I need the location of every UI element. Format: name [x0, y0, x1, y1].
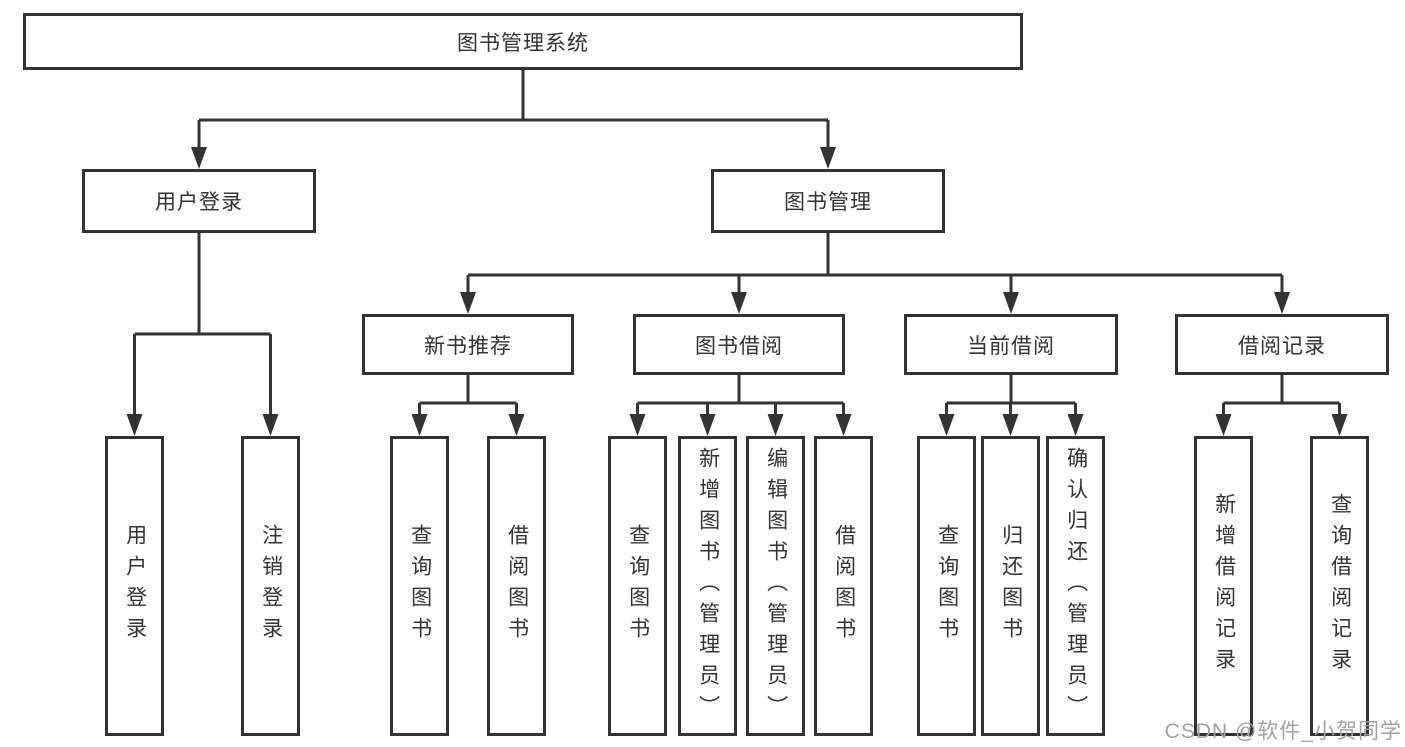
leaf-user-login-label: 用户登录 [123, 524, 147, 648]
leaf-query-borrow-record-label: 查询借阅记录 [1328, 493, 1352, 679]
connector-book-management-to-level3 [466, 233, 1284, 295]
node-book-management-label: 图书管理 [784, 191, 872, 214]
connector-book-borrow-to-leaves [636, 375, 845, 417]
leaf-add-borrow-record-label: 新增借阅记录 [1212, 493, 1236, 679]
leaf-confirm-return-admin: 确认归还（管理员） [1046, 436, 1105, 736]
arrowheads [126, 147, 1348, 436]
leaf-add-borrow-record: 新增借阅记录 [1194, 436, 1253, 736]
node-book-borrow: 图书借阅 [633, 314, 845, 375]
node-user-login-label: 用户登录 [155, 191, 243, 214]
node-current-borrow-label: 当前借阅 [967, 334, 1055, 358]
leaf-edit-books-admin-label: 编辑图书（管理员） [764, 446, 788, 726]
node-book-borrow-label: 图书借阅 [695, 334, 783, 358]
leaf-logout-label: 注销登录 [259, 524, 283, 648]
leaf-query-borrow-record: 查询借阅记录 [1310, 436, 1369, 736]
connector-borrow-records-to-leaves [1222, 375, 1341, 417]
leaf-borrow-query-books-label: 查询图书 [626, 524, 650, 648]
leaf-recommend-query-books: 查询图书 [390, 436, 449, 736]
leaf-confirm-return-admin-label: 确认归还（管理员） [1064, 446, 1088, 726]
leaf-logout: 注销登录 [241, 436, 300, 736]
connector-root-to-level2 [197, 70, 830, 150]
node-user-login: 用户登录 [82, 169, 316, 233]
leaf-add-books-admin-label: 新增图书（管理员） [696, 446, 720, 726]
node-borrow-records: 借阅记录 [1175, 314, 1389, 375]
connector-user-login-to-leaves [133, 233, 272, 417]
node-book-management: 图书管理 [711, 169, 945, 233]
leaf-user-login: 用户登录 [105, 436, 164, 736]
leaf-current-query-books-label: 查询图书 [935, 524, 959, 648]
leaf-borrow-books-label: 借阅图书 [832, 524, 856, 648]
connector-current-borrow-to-leaves [945, 375, 1077, 417]
leaf-edit-books-admin: 编辑图书（管理员） [746, 436, 805, 736]
node-current-borrow: 当前借阅 [904, 314, 1118, 375]
node-root: 图书管理系统 [23, 13, 1023, 70]
leaf-recommend-borrow-books: 借阅图书 [487, 436, 546, 736]
leaf-add-books-admin: 新增图书（管理员） [678, 436, 737, 736]
node-new-book-recommend: 新书推荐 [362, 314, 574, 375]
leaf-return-books-label: 归还图书 [999, 524, 1023, 648]
node-new-book-recommend-label: 新书推荐 [424, 334, 512, 358]
leaf-recommend-borrow-books-label: 借阅图书 [505, 524, 529, 648]
leaf-return-books: 归还图书 [981, 436, 1040, 736]
csdn-watermark: CSDN @软件_小贺同学 [1164, 720, 1402, 743]
leaf-current-query-books: 查询图书 [917, 436, 976, 736]
leaf-borrow-books: 借阅图书 [814, 436, 873, 736]
connector-new-book-to-leaves [418, 375, 518, 417]
leaf-borrow-query-books: 查询图书 [608, 436, 667, 736]
node-root-label: 图书管理系统 [457, 31, 589, 55]
node-borrow-records-label: 借阅记录 [1238, 334, 1326, 358]
leaf-recommend-query-books-label: 查询图书 [408, 524, 432, 648]
